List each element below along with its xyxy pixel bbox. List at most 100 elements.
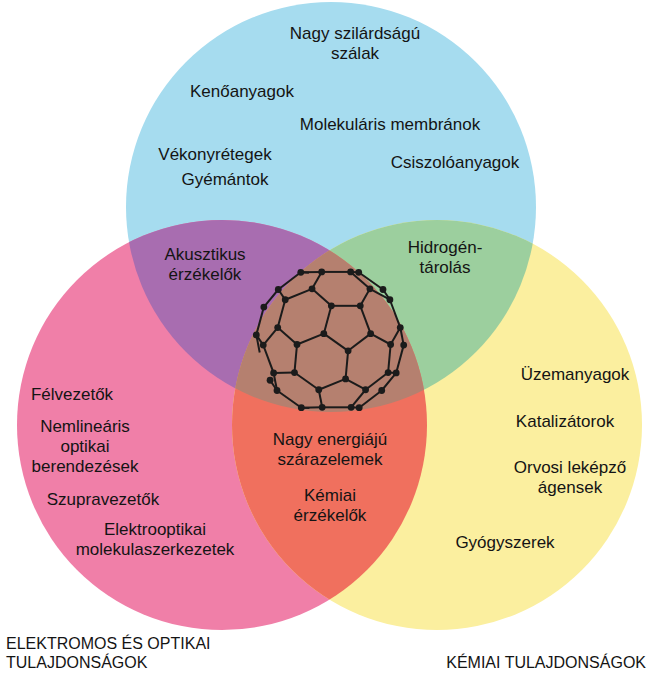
carbon-atom bbox=[387, 341, 394, 348]
carbon-atom bbox=[291, 369, 298, 376]
carbon-atom bbox=[362, 386, 369, 393]
carbon-atom bbox=[345, 347, 352, 354]
carbon-atom bbox=[270, 370, 277, 377]
circle-fill bbox=[232, 220, 642, 630]
circle-item: Gyémántok bbox=[182, 170, 269, 190]
circle-item: Kenőanyagok bbox=[190, 82, 294, 102]
carbon-bond bbox=[301, 271, 309, 273]
overlap-label: Nagy energiájú szárazelemek bbox=[260, 430, 400, 470]
circle-item: Üzemanyagok bbox=[521, 365, 630, 385]
carbon-atom bbox=[400, 342, 407, 349]
carbon-bond bbox=[285, 289, 312, 300]
carbon-atom bbox=[274, 387, 281, 394]
carbon-bond bbox=[360, 289, 370, 306]
carbon-atom bbox=[253, 331, 260, 338]
carbon-atom bbox=[387, 296, 394, 303]
carbon-atom bbox=[274, 324, 281, 331]
carbon-bond bbox=[263, 345, 273, 373]
circle-item: Orvosi leképző ágensek bbox=[505, 458, 635, 498]
carbon-bond bbox=[346, 379, 366, 390]
circle-item: Molekuláris membránok bbox=[300, 115, 480, 135]
circle-item: Csiszolóanyagok bbox=[391, 153, 520, 173]
carbon-bond bbox=[256, 335, 259, 353]
carbon-atom bbox=[260, 342, 267, 349]
carbon-bond bbox=[331, 305, 360, 307]
overlap-region bbox=[126, 2, 536, 412]
carbon-bond bbox=[278, 272, 301, 289]
carbon-bond bbox=[256, 307, 264, 335]
carbon-bond bbox=[297, 334, 324, 345]
carbon-atom bbox=[320, 330, 327, 337]
carbon-atom bbox=[297, 269, 304, 276]
carbon-bond bbox=[388, 372, 396, 374]
carbon-atom bbox=[342, 375, 349, 382]
carbon-atom bbox=[260, 304, 267, 311]
carbon-bond bbox=[278, 300, 286, 328]
fullerene-molecule bbox=[253, 269, 407, 412]
circle-item: Szupravezetők bbox=[47, 490, 159, 510]
carbon-bond bbox=[319, 390, 322, 408]
carbon-bond bbox=[388, 344, 391, 372]
overlap-label: Kémiai érzékelők bbox=[280, 486, 380, 526]
carbon-bond bbox=[294, 373, 318, 390]
carbon-atom bbox=[397, 324, 404, 331]
circle-item: Elektrooptikai molekulaszerkezetek bbox=[70, 520, 240, 560]
carbon-atom bbox=[385, 369, 392, 376]
carbon-bond bbox=[312, 272, 322, 289]
carbon-bond bbox=[351, 406, 359, 408]
circle-heading: KÉMIAI TULAJDONSÁGOK bbox=[446, 653, 646, 672]
overlap-label: Akusztikus érzékelők bbox=[155, 245, 255, 285]
carbon-bond bbox=[359, 272, 383, 289]
carbon-bond bbox=[301, 406, 322, 408]
circle-item: Félvezetők bbox=[31, 385, 113, 405]
carbon-bond bbox=[324, 334, 348, 351]
circle-item: Katalizátorok bbox=[516, 412, 614, 432]
carbon-bond bbox=[346, 351, 349, 379]
carbon-bond bbox=[270, 380, 277, 390]
carbon-bond bbox=[390, 300, 400, 328]
carbon-bond bbox=[366, 373, 389, 390]
venn-circle: ÜzemanyagokKatalizátorokOrvosi leképző á… bbox=[232, 220, 642, 630]
carbon-atom bbox=[347, 269, 354, 276]
carbon-atom bbox=[275, 286, 282, 293]
carbon-atom bbox=[309, 285, 316, 292]
carbon-atom bbox=[378, 387, 385, 394]
circle-item: Nemlineáris optikai berendezések bbox=[28, 417, 143, 477]
carbon-atom bbox=[357, 302, 364, 309]
carbon-bond bbox=[359, 391, 382, 408]
overlap-region bbox=[17, 220, 427, 630]
carbon-bond bbox=[274, 373, 277, 391]
carbon-atom bbox=[393, 370, 400, 377]
carbon-bond bbox=[264, 289, 278, 307]
carbon-atom bbox=[298, 404, 305, 411]
carbon-bond bbox=[351, 390, 365, 408]
carbon-atom bbox=[267, 377, 274, 384]
carbon-bond bbox=[322, 406, 351, 408]
carbon-bond bbox=[277, 391, 301, 408]
carbon-bond bbox=[351, 271, 359, 273]
carbon-bond bbox=[312, 289, 331, 306]
carbon-bond bbox=[371, 334, 391, 345]
circle-item: Vékonyrétegek bbox=[158, 145, 271, 165]
carbon-bond bbox=[383, 289, 390, 299]
carbon-atom bbox=[380, 286, 387, 293]
carbon-bond bbox=[263, 328, 277, 346]
carbon-bond bbox=[360, 306, 370, 334]
carbon-bond bbox=[400, 328, 403, 346]
carbon-atom bbox=[328, 302, 335, 309]
carbon-bond bbox=[396, 345, 404, 373]
circle-item: Gyógyszerek bbox=[455, 533, 554, 553]
carbon-bond bbox=[391, 328, 401, 345]
carbon-bond bbox=[351, 272, 370, 289]
carbon-bond bbox=[324, 306, 332, 334]
carbon-atom bbox=[294, 341, 301, 348]
carbon-atom bbox=[367, 330, 374, 337]
circle-item: Nagy szilárdságú szálak bbox=[278, 24, 433, 64]
carbon-bond bbox=[278, 328, 297, 345]
carbon-bond bbox=[322, 271, 351, 273]
center-region bbox=[126, 2, 536, 412]
carbon-atom bbox=[282, 296, 289, 303]
carbon-atom bbox=[356, 404, 363, 411]
